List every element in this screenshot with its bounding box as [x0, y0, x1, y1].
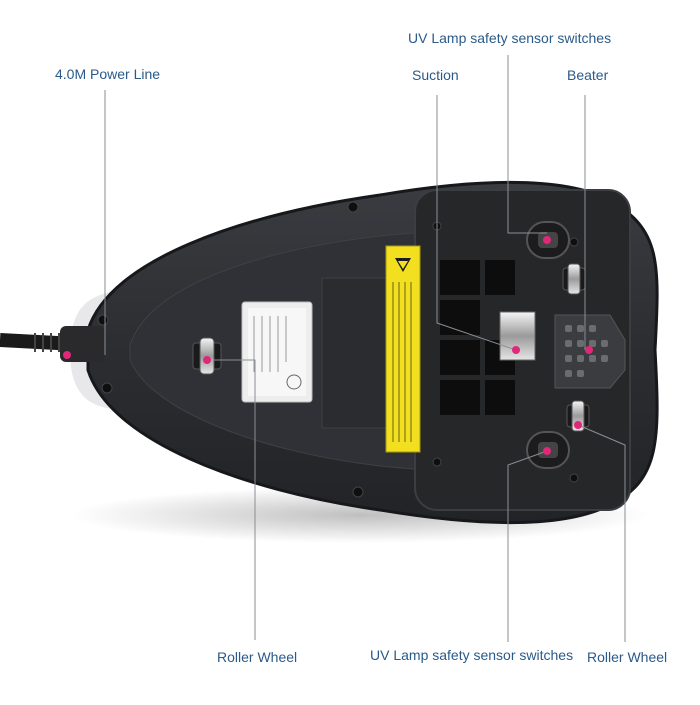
screw — [569, 237, 579, 247]
callout-roller-wheel-right: Roller Wheel — [587, 649, 668, 665]
callout-suction: Suction — [412, 67, 459, 83]
marker-dot — [585, 346, 593, 354]
marker-dots — [63, 236, 593, 455]
leader-roller-right — [577, 424, 626, 642]
screw — [101, 382, 113, 394]
callout-power-line: 4.0M Power Line — [55, 66, 161, 82]
product-sticker — [241, 301, 313, 403]
screw — [347, 201, 359, 213]
leader-suction — [436, 95, 517, 351]
marker-dot — [574, 421, 582, 429]
screw — [352, 486, 364, 498]
marker-dot — [543, 236, 551, 244]
slot — [485, 260, 515, 295]
slot — [485, 380, 515, 415]
beater-bristles — [565, 325, 608, 377]
slot — [440, 340, 480, 375]
marker-dot — [63, 351, 71, 359]
leader-uv-top — [507, 55, 547, 234]
slot — [440, 300, 480, 335]
roller-wheel-right-top — [562, 263, 586, 295]
callout-roller-wheel-left: Roller Wheel — [217, 649, 298, 665]
screw — [432, 457, 442, 467]
callout-beater: Beater — [567, 67, 609, 83]
leader-roller-left — [213, 359, 256, 640]
marker-dot — [543, 447, 551, 455]
screw — [569, 473, 579, 483]
callout-uv-sensor-bottom: UV Lamp safety sensor switches — [370, 647, 574, 663]
warning-label — [385, 245, 421, 453]
leader-lines — [104, 55, 626, 642]
slot — [440, 380, 480, 415]
marker-dot — [203, 356, 211, 364]
callout-uv-sensor-top: UV Lamp safety sensor switches — [408, 30, 612, 46]
cord-ribs — [34, 333, 60, 352]
label-recess — [321, 277, 393, 429]
slot — [440, 260, 480, 295]
screws — [97, 201, 579, 498]
screw — [97, 314, 109, 326]
suction-inlet — [499, 311, 536, 361]
cord-strain-relief — [60, 326, 105, 362]
marker-dot — [512, 346, 520, 354]
leader-uv-bottom — [507, 450, 548, 642]
